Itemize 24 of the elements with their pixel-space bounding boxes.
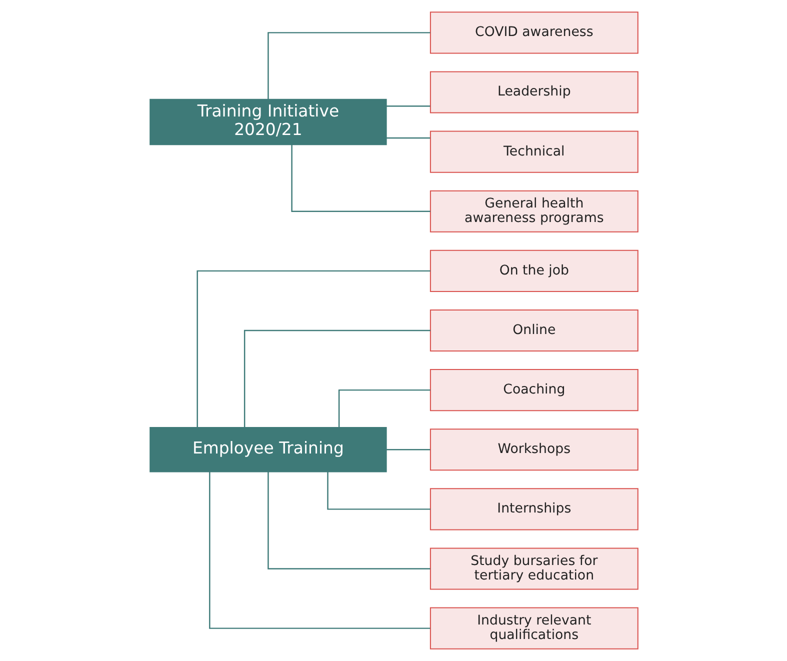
- connector: [267, 472, 430, 570]
- connector: [386, 106, 430, 107]
- node-box: Online: [429, 309, 638, 352]
- connector: [326, 472, 430, 510]
- connector: [290, 145, 430, 212]
- node-box: Coaching: [429, 369, 638, 412]
- connector: [196, 270, 430, 428]
- node-box: COVID awareness: [429, 12, 638, 54]
- connector: [338, 389, 430, 428]
- node-box: Study bursaries for tertiary education: [429, 548, 638, 590]
- node-box: Technical: [429, 130, 638, 173]
- node-box: Industry relevant qualifications: [429, 607, 638, 650]
- node-box: Workshops: [429, 428, 638, 471]
- connector: [386, 137, 430, 139]
- node-box: Training Initiative 2020/21: [149, 98, 386, 146]
- connector: [208, 472, 430, 629]
- connector: [386, 449, 430, 450]
- connector: [267, 32, 430, 100]
- node-box: Leadership: [429, 71, 638, 114]
- node-box: On the job: [429, 250, 638, 292]
- node-box: General health awareness programs: [429, 190, 638, 232]
- node-box: Employee Training: [149, 427, 386, 472]
- connector: [243, 330, 430, 428]
- node-box: Internships: [429, 488, 638, 530]
